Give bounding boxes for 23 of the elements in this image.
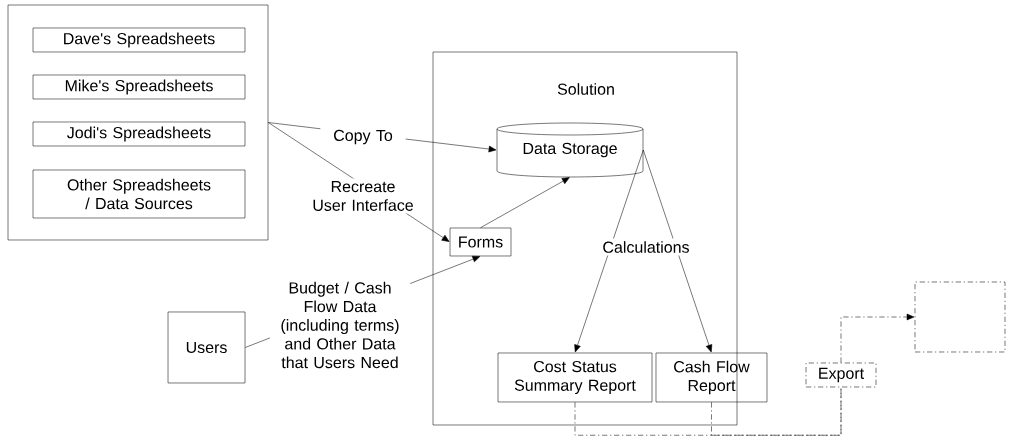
database-cylinder: Data Storage <box>496 122 644 178</box>
form-box: Forms <box>449 227 512 257</box>
spreadsheet-box: Jodi's Spreadsheets <box>32 121 246 147</box>
spreadsheet-box: Other Spreadsheets / Data Sources <box>32 169 246 219</box>
target-box <box>914 281 1006 353</box>
connector-line <box>711 387 842 436</box>
text-label: Calculations <box>599 238 693 256</box>
edge-label: Copy To <box>320 127 406 147</box>
report-box: Cash Flow Report <box>655 352 768 403</box>
container-box <box>7 4 269 241</box>
node-label: Data Storage <box>523 142 617 158</box>
export-box: Export <box>805 362 877 388</box>
spreadsheet-box: Mike's Spreadsheets <box>32 74 246 100</box>
spreadsheet-box: Dave's Spreadsheets <box>32 27 246 53</box>
edge-label: Budget / Cash Flow Data (including terms) and Other Data that Users Need <box>269 279 411 371</box>
arrow <box>840 313 915 363</box>
arrow <box>574 149 644 353</box>
connector-line <box>574 387 842 436</box>
report-box: Cost Status Summary Report <box>497 352 653 403</box>
arrow <box>643 149 713 353</box>
arrow <box>480 177 570 228</box>
edge-label: Recreate User Interface <box>300 178 426 214</box>
users-box: Users <box>167 311 246 384</box>
